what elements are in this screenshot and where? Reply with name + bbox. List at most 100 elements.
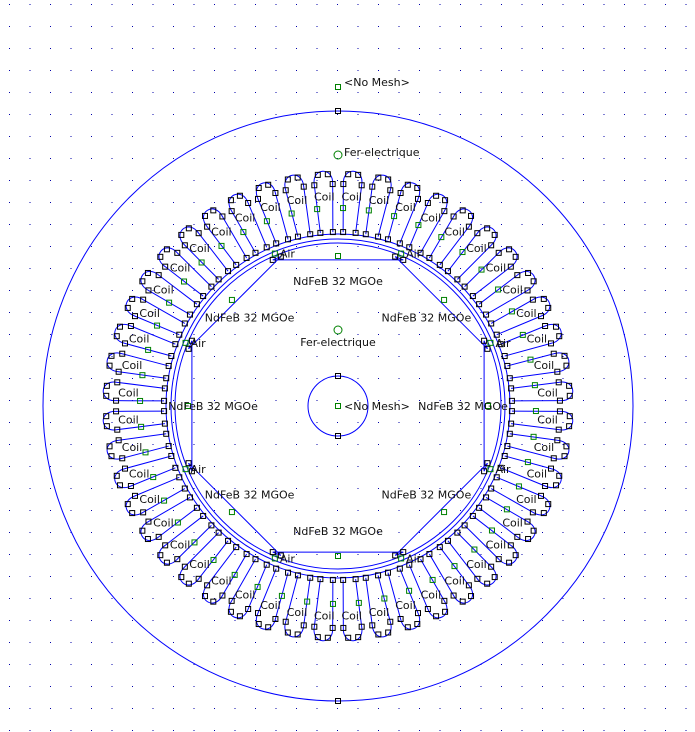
node xyxy=(512,253,519,260)
stator-slot xyxy=(202,208,248,266)
stator-slot xyxy=(228,558,268,619)
block-marker xyxy=(478,266,485,273)
node xyxy=(406,561,413,568)
node xyxy=(103,392,110,399)
node xyxy=(369,622,376,629)
magnet-label: NdFeB 32 MGOe xyxy=(205,312,295,325)
block-marker xyxy=(441,509,448,516)
block-marker xyxy=(415,222,422,229)
node xyxy=(181,320,188,327)
node xyxy=(497,341,504,348)
node xyxy=(461,283,468,290)
node xyxy=(225,268,232,275)
node xyxy=(414,610,421,617)
stator-slot xyxy=(342,579,363,642)
block-marker xyxy=(198,259,205,266)
coil-label: Coil xyxy=(129,468,150,481)
node xyxy=(163,559,170,566)
coil-label: Coil xyxy=(189,242,210,255)
node xyxy=(165,443,172,450)
node xyxy=(163,375,170,382)
block-marker xyxy=(288,210,295,217)
block-marker xyxy=(145,346,152,353)
coil-label: Coil xyxy=(537,414,558,427)
node xyxy=(119,455,126,462)
stator-bore-circle xyxy=(165,233,511,579)
stator-slot xyxy=(464,247,518,297)
node xyxy=(219,213,226,220)
block-marker xyxy=(228,296,235,303)
node xyxy=(294,572,301,579)
node xyxy=(444,537,451,544)
stator-slot xyxy=(255,568,289,630)
pole-edge xyxy=(188,462,193,472)
node xyxy=(484,460,491,467)
node xyxy=(384,569,391,576)
stator-slot xyxy=(500,323,562,357)
node xyxy=(414,621,421,628)
node xyxy=(540,295,547,302)
node xyxy=(375,233,382,240)
stator-slot xyxy=(102,410,165,431)
node xyxy=(491,231,498,238)
node xyxy=(340,181,347,188)
block-marker xyxy=(488,527,495,534)
node xyxy=(145,518,152,525)
node xyxy=(495,249,502,256)
node xyxy=(116,323,123,330)
coil-label: Coil xyxy=(170,262,191,275)
node xyxy=(282,187,289,194)
node xyxy=(454,276,461,283)
block-marker xyxy=(185,403,191,409)
node xyxy=(252,556,259,563)
node xyxy=(181,485,188,492)
node xyxy=(284,629,291,636)
node xyxy=(113,408,120,415)
node xyxy=(282,618,289,625)
coil-label: Coil xyxy=(341,190,362,203)
coil-label: Coil xyxy=(516,307,537,320)
node xyxy=(208,283,215,290)
block-marker xyxy=(365,207,372,214)
block-marker xyxy=(137,397,144,404)
node xyxy=(483,494,490,501)
coil-label: Coil xyxy=(129,332,150,345)
airgap-circle xyxy=(170,238,506,574)
node xyxy=(124,501,131,508)
node xyxy=(114,426,121,433)
node xyxy=(311,623,318,630)
node xyxy=(236,192,243,199)
node xyxy=(397,615,404,622)
node xyxy=(481,468,488,475)
node xyxy=(139,278,146,285)
coil-label: Coil xyxy=(444,575,465,588)
coil-label: Coil xyxy=(118,414,139,427)
node xyxy=(185,225,192,232)
block-marker xyxy=(329,600,336,607)
node xyxy=(459,598,466,605)
pole-edge xyxy=(272,551,282,556)
block-marker xyxy=(182,466,189,473)
stator-slot xyxy=(106,352,169,379)
node xyxy=(294,233,301,240)
node xyxy=(465,223,472,230)
node xyxy=(155,272,162,279)
node xyxy=(300,183,307,190)
node xyxy=(553,323,560,330)
block-marker xyxy=(519,331,526,338)
node xyxy=(469,512,476,519)
node xyxy=(272,190,279,197)
node xyxy=(547,340,554,347)
node xyxy=(556,333,563,340)
node xyxy=(208,522,215,529)
stator-slot xyxy=(158,515,212,565)
block-marker xyxy=(508,308,515,315)
block-marker xyxy=(335,84,341,90)
node xyxy=(113,472,120,479)
node xyxy=(414,184,421,191)
node xyxy=(163,430,170,437)
stator-slot xyxy=(464,515,518,565)
node xyxy=(106,443,113,450)
node xyxy=(255,184,262,191)
